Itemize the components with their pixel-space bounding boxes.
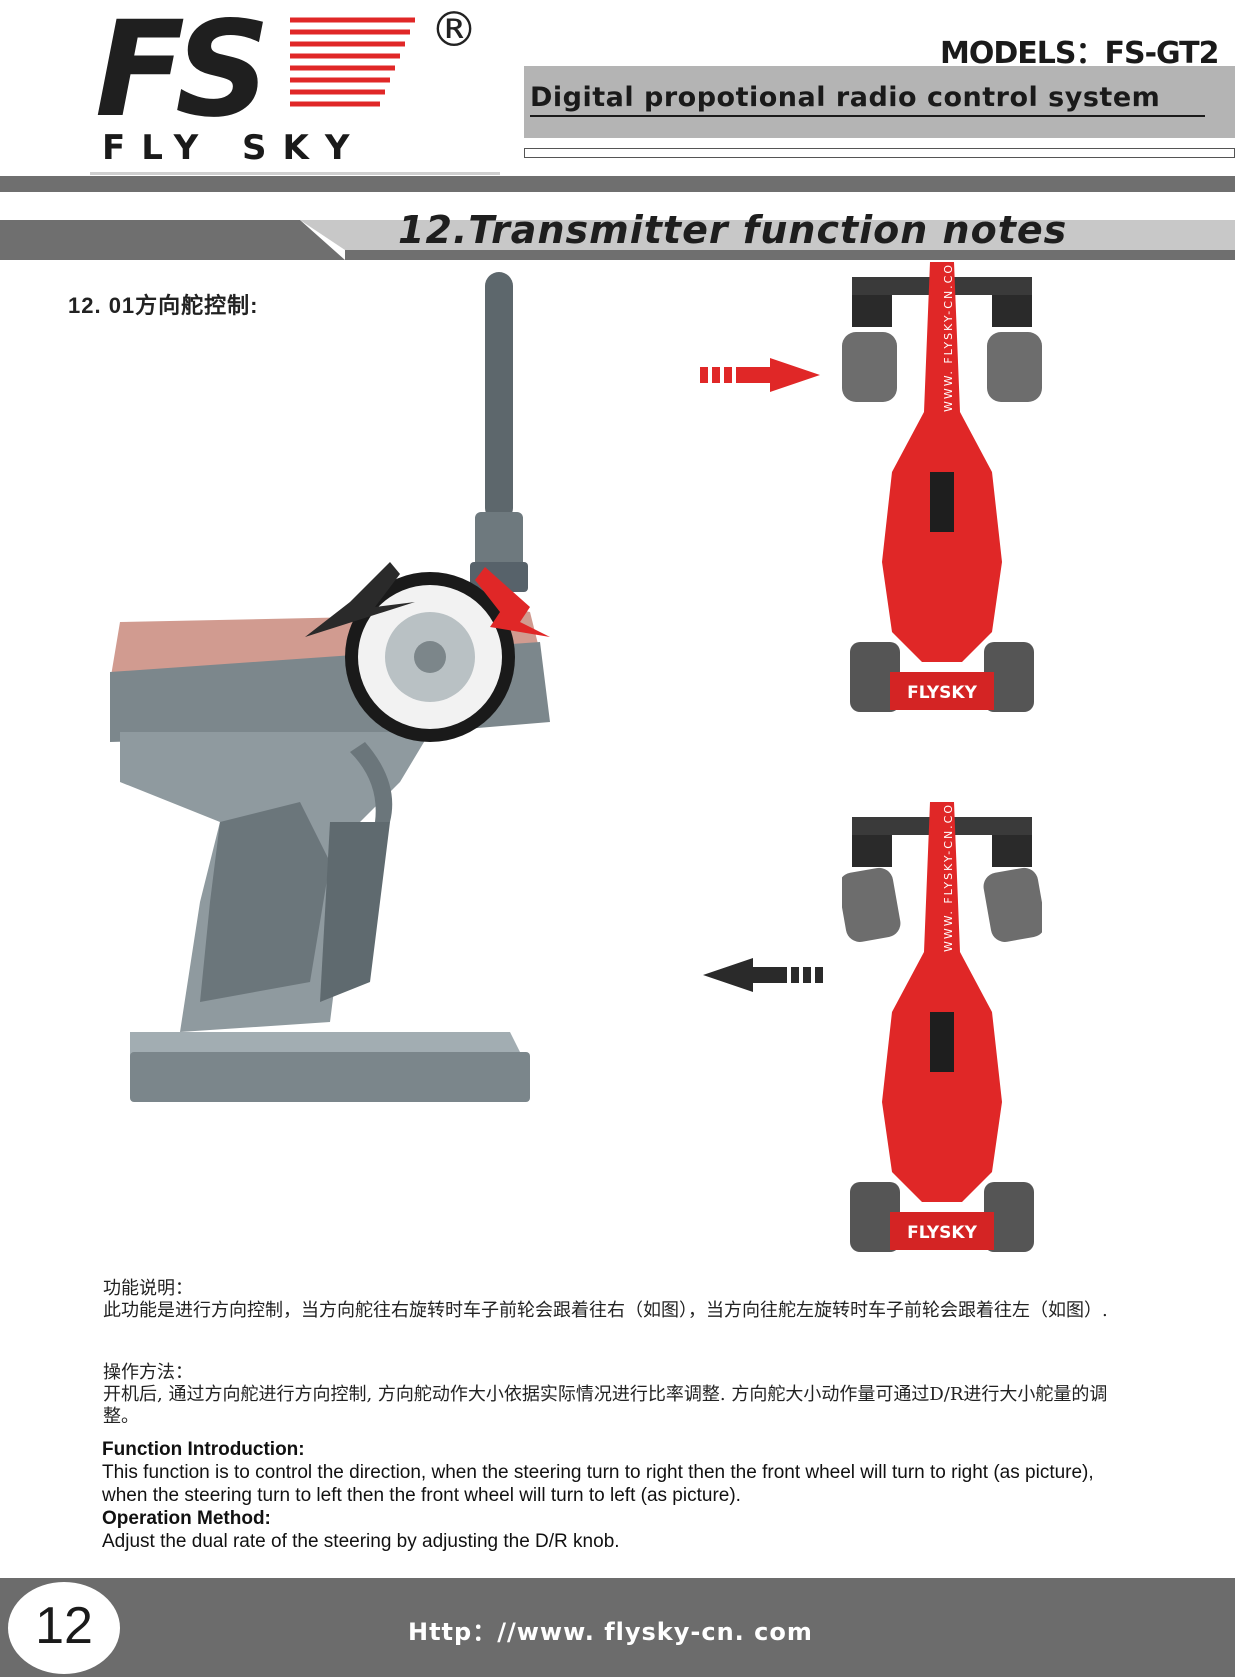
zh-method: 操作方法： 开机后, 通过方向舵进行方向控制, 方向舵动作大小依据实际情况进行比… xyxy=(103,1362,1113,1428)
zh-method-heading: 操作方法： xyxy=(103,1362,193,1383)
car-bottom-site: WWW. FLYSKY-CN.COM xyxy=(942,802,955,952)
logo-mark-text: FS xyxy=(95,0,270,147)
subtitle: Digital propotional radio control system xyxy=(530,82,1206,117)
logo-speed-lines xyxy=(290,17,415,107)
header-thin-box xyxy=(524,148,1235,158)
logo-mark: FS xyxy=(95,0,270,140)
en-method-heading: Operation Method: xyxy=(102,1508,271,1529)
transmitter-illustration xyxy=(110,272,550,1102)
en-method-body: Adjust the dual rate of the steering by … xyxy=(102,1531,620,1552)
logo-underline xyxy=(90,172,500,175)
en-intro-body: This function is to control the directio… xyxy=(102,1462,1094,1506)
car-top-drawing: FLYSKY WWW. FLYSKY-CN.COM xyxy=(842,252,1042,712)
car-bottom-drawing: FLYSKY WWW. FLYSKY-CN.COM xyxy=(838,792,1046,1252)
car-top-site: WWW. FLYSKY-CN.COM xyxy=(942,262,955,412)
car-bottom-illustration: FLYSKY WWW. FLYSKY-CN.COM xyxy=(838,792,1046,1272)
arrow-left-icon xyxy=(703,958,823,992)
page-number-badge xyxy=(8,1582,120,1674)
en-intro-heading: Function Introduction: xyxy=(102,1439,305,1460)
en-text: Function Introduction: This function is … xyxy=(102,1438,1122,1553)
subtitle-bar xyxy=(524,66,1235,138)
footer-url[interactable]: Http：//www. flysky-cn. com xyxy=(408,1618,813,1646)
car-bottom-badge: FLYSKY xyxy=(907,1223,978,1243)
section-title: 12.Transmitter function notes xyxy=(398,208,1068,252)
car-top-badge: FLYSKY xyxy=(907,683,978,703)
car-top-illustration: FLYSKY WWW. FLYSKY-CN.COM xyxy=(842,252,1042,732)
zh-intro-body: 此功能是进行方向控制，当方向舵往右旋转时车子前轮会跟着往右（如图），当方向往舵左… xyxy=(103,1300,1108,1321)
header-rule xyxy=(0,176,1235,192)
registered-mark: ® xyxy=(430,2,478,58)
models-label: MODELS：FS-GT2 xyxy=(940,36,1219,71)
logo-brand-text: FLY SKY xyxy=(102,128,366,168)
zh-intro-heading: 功能说明： xyxy=(103,1278,193,1299)
arrow-right-icon xyxy=(700,358,820,392)
footer-bar xyxy=(0,1578,1235,1677)
zh-intro: 功能说明： 此功能是进行方向控制，当方向舵往右旋转时车子前轮会跟着往右（如图），… xyxy=(103,1278,1113,1322)
section-band xyxy=(0,220,1235,260)
zh-method-body: 开机后, 通过方向舵进行方向控制, 方向舵动作大小依据实际情况进行比率调整. 方… xyxy=(103,1384,1108,1427)
page-number: 12 xyxy=(35,1597,93,1655)
subsection-heading: 12. 01方向舵控制: xyxy=(68,293,259,318)
